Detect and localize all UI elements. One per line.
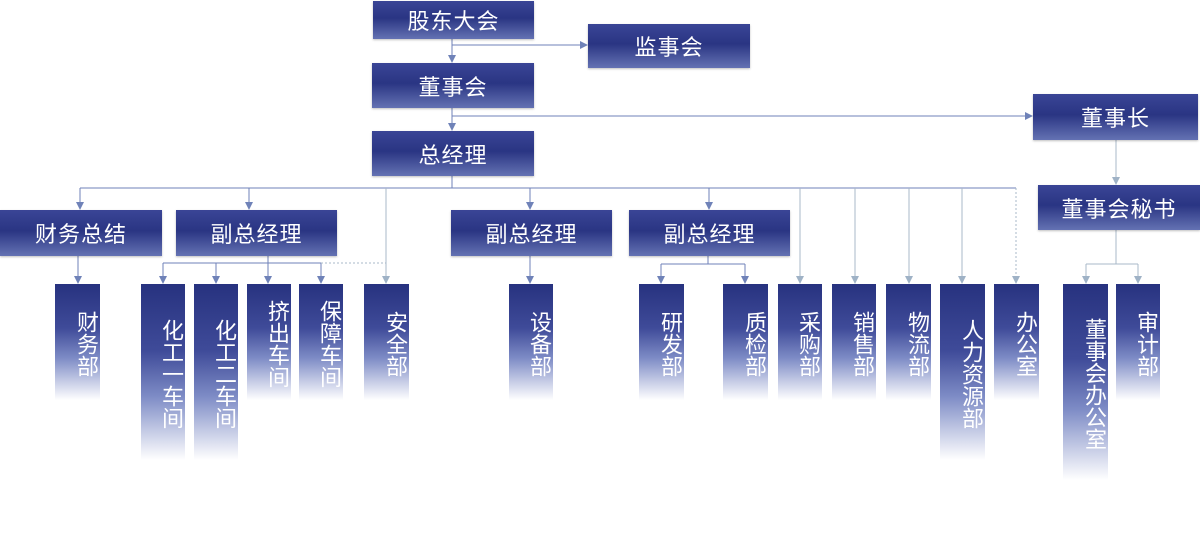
board-office-box[interactable]: 董事会办公室 <box>1063 284 1108 480</box>
board-secretary-box[interactable]: 董事会秘书 <box>1038 185 1200 230</box>
general-manager-box[interactable]: 总经理 <box>372 131 534 176</box>
deputy-gm-box-2[interactable]: 副总经理 <box>451 210 612 256</box>
board-of-directors-box[interactable]: 董事会 <box>372 63 534 108</box>
hr-dept-box[interactable]: 人力资源部 <box>940 284 985 460</box>
sales-dept-box[interactable]: 销售部 <box>832 284 876 400</box>
supervisory-board-box[interactable]: 监事会 <box>588 24 750 68</box>
finance-dept-box[interactable]: 财务部 <box>55 284 100 400</box>
chem-workshop-2-box[interactable]: 化工二车间 <box>194 284 238 460</box>
safety-dept-box[interactable]: 安全部 <box>364 284 409 400</box>
deputy-gm-box-1[interactable]: 副总经理 <box>176 210 337 256</box>
finance-summary-box[interactable]: 财务总结 <box>0 210 162 256</box>
quality-dept-box[interactable]: 质检部 <box>723 284 768 400</box>
office-box[interactable]: 办公室 <box>994 284 1039 400</box>
purchasing-dept-box[interactable]: 采购部 <box>778 284 822 400</box>
equipment-dept-box[interactable]: 设备部 <box>509 284 553 400</box>
audit-dept-box[interactable]: 审计部 <box>1116 284 1160 400</box>
logistics-dept-box[interactable]: 物流部 <box>886 284 931 400</box>
deputy-gm-box-3[interactable]: 副总经理 <box>629 210 790 256</box>
shareholders-meeting-box[interactable]: 股东大会 <box>373 1 534 39</box>
rnd-dept-box[interactable]: 研发部 <box>639 284 684 400</box>
chem-workshop-1-box[interactable]: 化工一车间 <box>141 284 185 460</box>
chairman-box[interactable]: 董事长 <box>1033 94 1198 140</box>
maintenance-workshop-box[interactable]: 保障车间 <box>299 284 343 400</box>
extrusion-workshop-box[interactable]: 挤出车间 <box>247 284 291 400</box>
